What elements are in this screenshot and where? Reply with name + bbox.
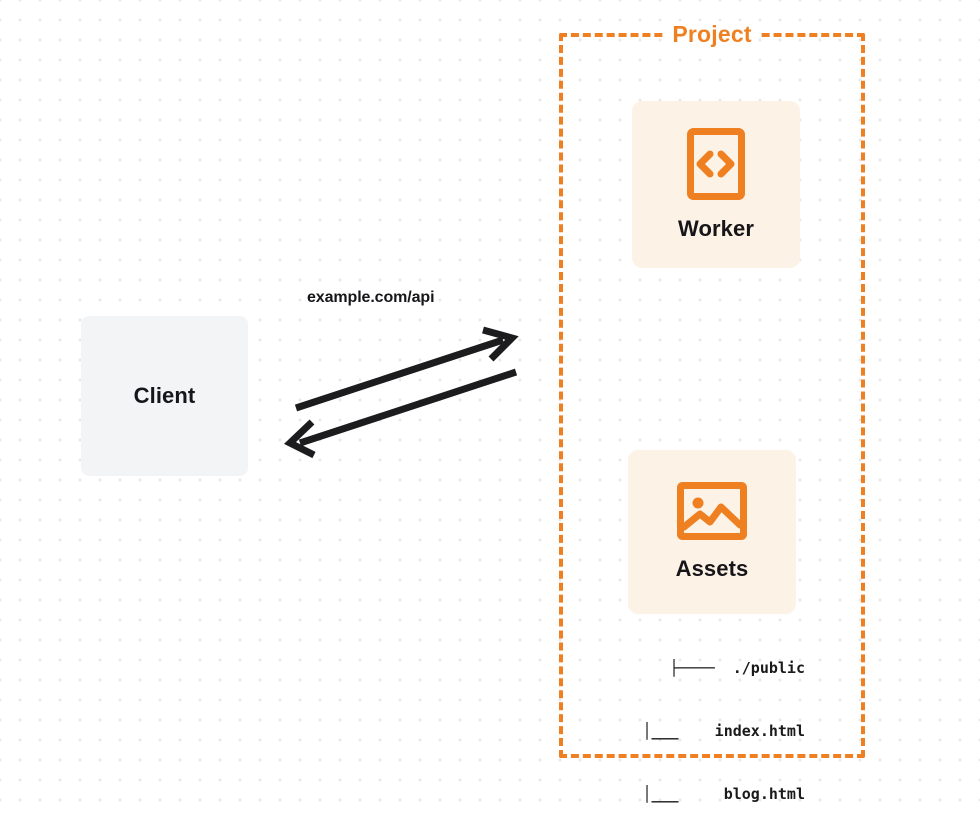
project-title: Project (665, 21, 759, 48)
client-node[interactable]: Client (81, 316, 248, 476)
client-label: Client (133, 383, 196, 408)
request-arrow (294, 326, 519, 412)
assets-card-label: Assets (675, 556, 749, 581)
assets-file-tree: ├──── ./public │___ index.html │___ blog… (600, 616, 805, 818)
response-arrow (283, 368, 518, 459)
file-tree-row: │___ index.html (642, 722, 805, 740)
worker-card[interactable]: Worker (632, 101, 800, 268)
request-url-label: example.com/api (307, 289, 435, 306)
file-tree-row: ├──── ./public (669, 659, 805, 677)
code-brackets-icon (687, 127, 745, 200)
file-tree-row: │___ blog.html (642, 785, 805, 803)
image-picture-icon (677, 482, 747, 540)
project-container: Project (559, 21, 865, 758)
worker-card-label: Worker (678, 215, 754, 241)
assets-card[interactable]: Assets (628, 450, 796, 614)
